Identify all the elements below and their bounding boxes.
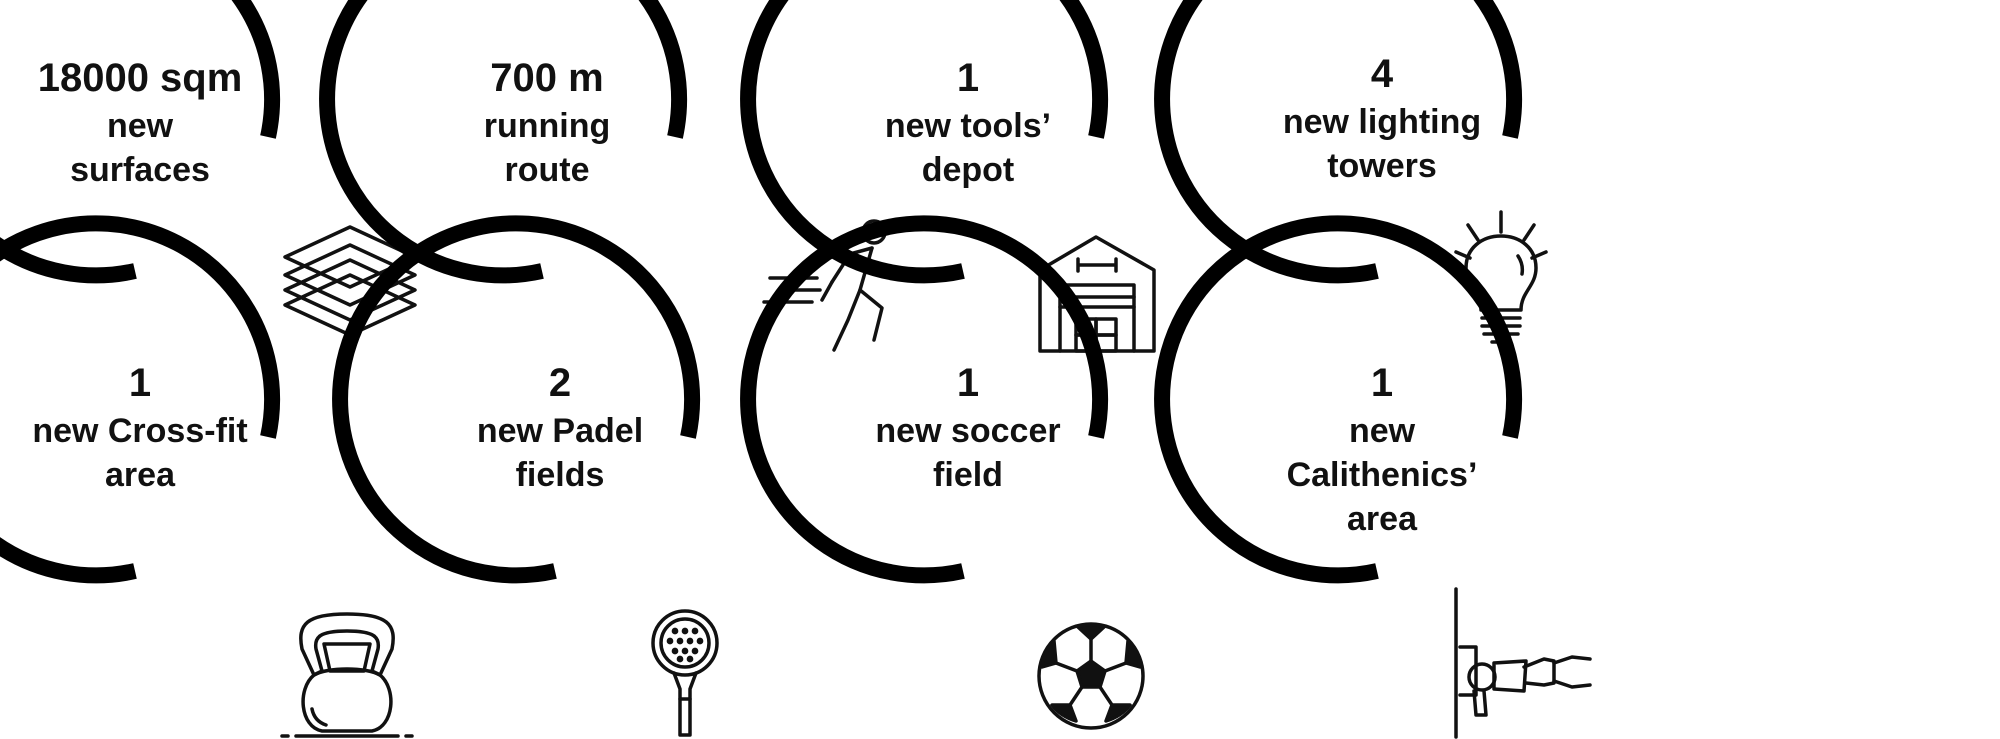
stat-number: 1 xyxy=(1370,361,1394,405)
stat-label-line2: field xyxy=(933,456,1003,495)
stat-label-line3: area xyxy=(1347,500,1417,539)
stat-card-padel-fields: 2 new Padel fields xyxy=(332,215,920,737)
stat-card-calisthenics-area: 1 new Calithenics’ area xyxy=(1154,215,1742,739)
stat-number: 4 xyxy=(1370,52,1394,96)
progress-arc xyxy=(0,215,280,584)
stat-number: 1 xyxy=(128,361,152,405)
stat-number: 700 m xyxy=(490,56,604,100)
stat-card-soccer-field: 1 new soccer field xyxy=(740,215,1328,737)
stat-label-line1: new Cross-fit xyxy=(32,412,248,450)
stat-label-line2: towers xyxy=(1327,147,1437,186)
stat-number: 2 xyxy=(548,361,572,405)
stat-label-line2: fields xyxy=(515,456,605,495)
stat-text: 1 new soccer field xyxy=(858,357,1078,497)
kettlebell-icon xyxy=(280,612,414,738)
stat-text: 4 new lighting towers xyxy=(1272,48,1492,188)
stat-text: 2 new Padel fields xyxy=(450,357,670,497)
stat-label-line1: new xyxy=(1348,412,1416,450)
stat-label-line1: new lighting xyxy=(1282,103,1482,141)
progress-arc xyxy=(740,215,1108,584)
stat-text: 700 m running route xyxy=(437,52,657,192)
stat-text: 1 new Calithenics’ area xyxy=(1272,357,1492,542)
stat-label-line1: new xyxy=(106,107,174,145)
padel-racket-icon xyxy=(651,609,719,737)
stat-label-line2: depot xyxy=(921,151,1015,190)
stat-number: 1 xyxy=(956,361,980,405)
progress-arc xyxy=(332,215,700,584)
soccer-ball-icon xyxy=(1037,622,1145,730)
stat-label-line1: new Padel xyxy=(476,412,644,450)
stat-label-line1: new soccer xyxy=(875,412,1061,450)
stat-label-line1: new tools’ xyxy=(884,107,1052,145)
progress-arc xyxy=(319,0,687,284)
stat-text: 1 new Cross-fit area xyxy=(30,357,250,497)
stat-number: 1 xyxy=(956,56,980,100)
stat-text: 18000 sqm new surfaces xyxy=(30,52,250,192)
stat-number: 18000 sqm xyxy=(37,56,243,100)
calisthenics-icon xyxy=(1454,587,1592,739)
stat-card-crossfit-area: 1 new Cross-fit area xyxy=(0,215,500,738)
stat-text: 1 new tools’ depot xyxy=(858,52,1078,192)
stat-label-line2: route xyxy=(504,151,590,190)
stat-label-line2: Calithenics’ xyxy=(1286,456,1478,495)
stat-label-line1: running xyxy=(483,107,611,145)
stat-label-line2: surfaces xyxy=(70,151,210,190)
stat-label-line2: area xyxy=(105,456,175,495)
progress-arc xyxy=(1154,215,1522,584)
